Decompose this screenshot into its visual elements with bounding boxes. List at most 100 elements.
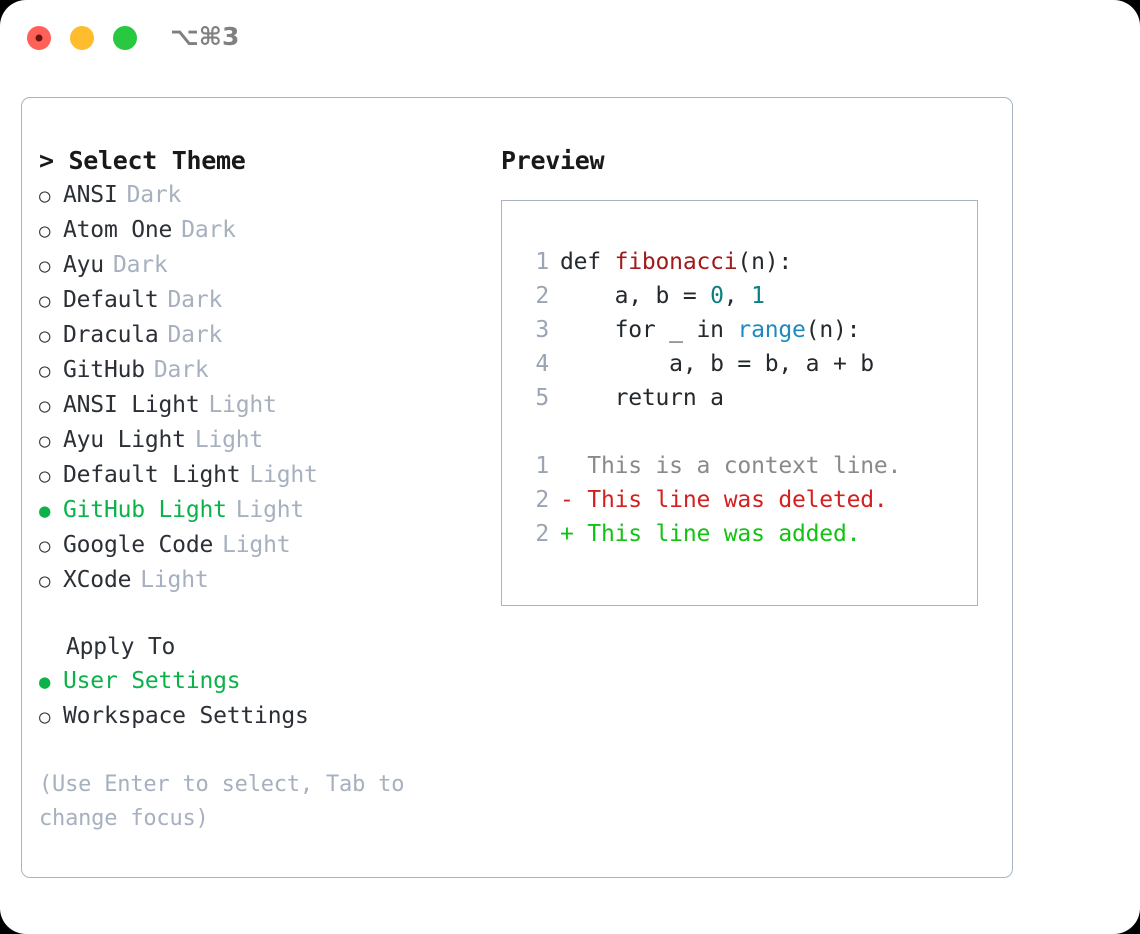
code-line: 1 def fibonacci(n):: [521, 245, 977, 279]
theme-category: Light: [194, 427, 264, 453]
radio-unselected-icon[interactable]: ○: [39, 325, 51, 347]
apply-to-item[interactable]: ● User Settings: [39, 664, 479, 699]
diff-text: This line was deleted.: [587, 487, 888, 513]
theme-category: Dark: [167, 322, 223, 348]
radio-unselected-icon[interactable]: ○: [39, 360, 51, 382]
theme-name: Default Light: [63, 462, 241, 488]
code-token-num: 0: [710, 283, 724, 309]
select-theme-header: > Select Theme: [39, 146, 246, 175]
code-token-plain: for _ in: [560, 317, 738, 343]
line-number: 2: [535, 487, 549, 513]
radio-unselected-icon[interactable]: ○: [39, 255, 51, 277]
theme-category: Dark: [112, 252, 168, 278]
code-line: 2 a, b = 0, 1: [521, 279, 977, 313]
theme-item[interactable]: ○ GitHub Dark: [39, 353, 479, 388]
keyboard-hint: (Use Enter to select, Tab to change focu…: [39, 772, 405, 831]
code-text: return a: [560, 381, 724, 415]
code-text: def fibonacci(n):: [560, 245, 792, 279]
code-text: a, b = b, a + b: [560, 347, 874, 381]
radio-unselected-icon[interactable]: ○: [39, 430, 51, 452]
theme-category: Dark: [153, 357, 209, 383]
code-text: a, b = 0, 1: [560, 279, 765, 313]
code-token-fn: fibonacci: [614, 249, 738, 275]
theme-name: GitHub: [63, 357, 145, 383]
radio-unselected-icon[interactable]: ○: [39, 706, 51, 728]
theme-name: Google Code: [63, 532, 214, 558]
code-token-plain: a, b = b, a + b: [560, 351, 874, 377]
radio-selected-icon[interactable]: ●: [39, 671, 51, 693]
theme-item[interactable]: ○ Dracula Dark: [39, 318, 479, 353]
theme-name: ANSI Light: [63, 392, 200, 418]
theme-category: Light: [222, 532, 291, 558]
theme-name: Default: [63, 287, 159, 313]
radio-unselected-icon[interactable]: ○: [39, 395, 51, 417]
theme-item[interactable]: ○ XCode Light: [39, 563, 479, 598]
code-diff-spacer: [521, 415, 977, 449]
theme-item[interactable]: ○ Default Dark: [39, 283, 479, 318]
theme-category: Dark: [126, 182, 182, 208]
radio-unselected-icon[interactable]: ○: [39, 535, 51, 557]
minimize-button[interactable]: [70, 26, 94, 50]
radio-unselected-icon[interactable]: ○: [39, 185, 51, 207]
diff-text: This is a context line.: [587, 453, 902, 479]
apply-to-list[interactable]: ● User Settings ○ Workspace Settings: [39, 664, 479, 734]
apply-to-label: User Settings: [63, 668, 241, 694]
title-bar: ⌥⌘3: [0, 0, 1140, 78]
code-token-builtin: range: [737, 317, 806, 343]
radio-unselected-icon[interactable]: ○: [39, 465, 51, 487]
radio-selected-icon[interactable]: ●: [39, 500, 51, 522]
diff-line: 1 This is a context line.: [521, 449, 977, 483]
line-number: 4: [535, 351, 549, 377]
diff-line: 2+ This line was added.: [521, 517, 977, 551]
code-token-plain: ,: [723, 283, 752, 309]
theme-item[interactable]: ○ Google Code Light: [39, 528, 479, 563]
code-line: 3 for _ in range(n):: [521, 313, 977, 347]
maximize-button[interactable]: [113, 26, 137, 50]
theme-category: Light: [208, 392, 277, 418]
theme-item[interactable]: ○ Ayu Dark: [39, 248, 479, 283]
diff-line: 2- This line was deleted.: [521, 483, 977, 517]
theme-category: Dark: [167, 287, 223, 313]
preview-title: Preview: [501, 146, 605, 175]
line-number: 2: [535, 521, 549, 547]
diff-sample: 1 This is a context line.2- This line wa…: [521, 449, 977, 551]
theme-category: Light: [249, 462, 318, 488]
theme-name: Dracula: [63, 322, 159, 348]
theme-name: GitHub Light: [63, 497, 227, 523]
apply-to-label: Workspace Settings: [63, 703, 309, 729]
theme-name: Ayu: [63, 252, 104, 278]
code-line: 5 return a: [521, 381, 977, 415]
window-title: ⌥⌘3: [170, 22, 240, 51]
radio-unselected-icon[interactable]: ○: [39, 570, 51, 592]
theme-name: Atom One: [63, 217, 173, 243]
radio-unselected-icon[interactable]: ○: [39, 220, 51, 242]
theme-item[interactable]: ○ ANSI Dark: [39, 178, 479, 213]
apply-to-section: Apply To ●User Settings○Workspace Settin…: [39, 630, 479, 734]
line-number: 1: [535, 249, 549, 275]
code-token-plain: a, b =: [560, 283, 711, 309]
diff-marker: -: [560, 487, 588, 513]
theme-name: ANSI: [63, 182, 118, 208]
diff-text: This line was added.: [587, 521, 861, 547]
diff-marker: [560, 449, 587, 483]
theme-category: Light: [140, 567, 209, 593]
theme-item[interactable]: ○ ANSI Light Light: [39, 388, 479, 423]
theme-name: XCode: [63, 567, 132, 593]
line-number: 2: [535, 283, 549, 309]
line-number: 5: [535, 385, 549, 411]
code-text: for _ in range(n):: [560, 313, 861, 347]
theme-item[interactable]: ○ Default Light Light: [39, 458, 479, 493]
radio-unselected-icon[interactable]: ○: [39, 290, 51, 312]
code-token-plain: (n):: [737, 249, 793, 275]
close-button[interactable]: [27, 26, 51, 50]
apply-to-item[interactable]: ○ Workspace Settings: [39, 699, 479, 734]
